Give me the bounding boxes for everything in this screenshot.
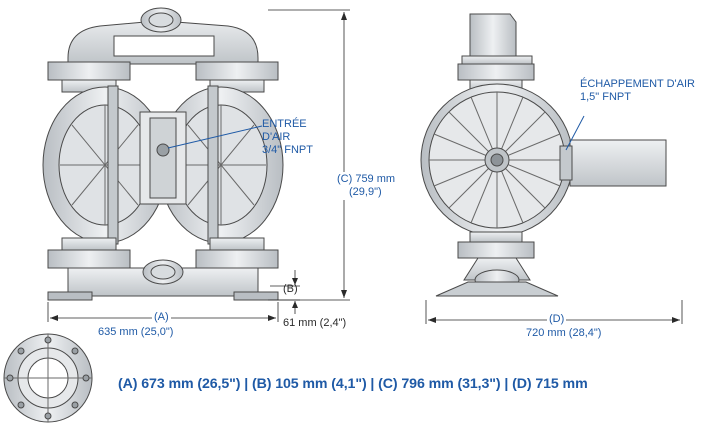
side-dimension-arrows	[428, 317, 680, 323]
air-inlet-line-3: 3/4" FNPT	[262, 144, 313, 156]
dimension-d-value: 720 mm (28,4")	[526, 327, 602, 339]
dimension-b-label: (B)	[283, 283, 298, 295]
flange-icon	[3, 333, 93, 423]
front-view-pump	[42, 7, 284, 301]
air-exhaust-line-2: 1,5" FNPT	[580, 91, 631, 103]
alternate-dimensions-text: (A) 673 mm (26,5") | (B) 105 mm (4,1") |…	[118, 376, 588, 392]
air-exhaust-leader-line	[565, 115, 585, 151]
dimension-a-value: 635 mm (25,0")	[98, 326, 174, 338]
air-exhaust-label: ÉCHAPPEMENT D'AIR 1,5" FNPT	[580, 78, 695, 104]
dimension-d-label: (D)	[547, 313, 567, 326]
front-dimension-arrows	[50, 12, 347, 321]
air-inlet-line-2: D'AIR	[262, 131, 291, 143]
dimension-a-label: (A)	[152, 311, 171, 324]
dimension-b-value: 61 mm (2,4")	[283, 317, 347, 329]
air-inlet-line-1: ENTRÉE	[262, 118, 307, 130]
air-inlet-label: ENTRÉE D'AIR 3/4" FNPT	[262, 118, 313, 157]
dimension-c-line-2: (29,9")	[349, 186, 382, 198]
dimension-c-line-1: (C) 759 mm	[337, 173, 396, 185]
air-exhaust-line-1: ÉCHAPPEMENT D'AIR	[580, 78, 695, 90]
side-view-pump	[420, 13, 667, 297]
air-inlet-leader-line	[167, 125, 263, 149]
dimension-c-label: (C) 759 mm (29,9")	[337, 172, 396, 200]
